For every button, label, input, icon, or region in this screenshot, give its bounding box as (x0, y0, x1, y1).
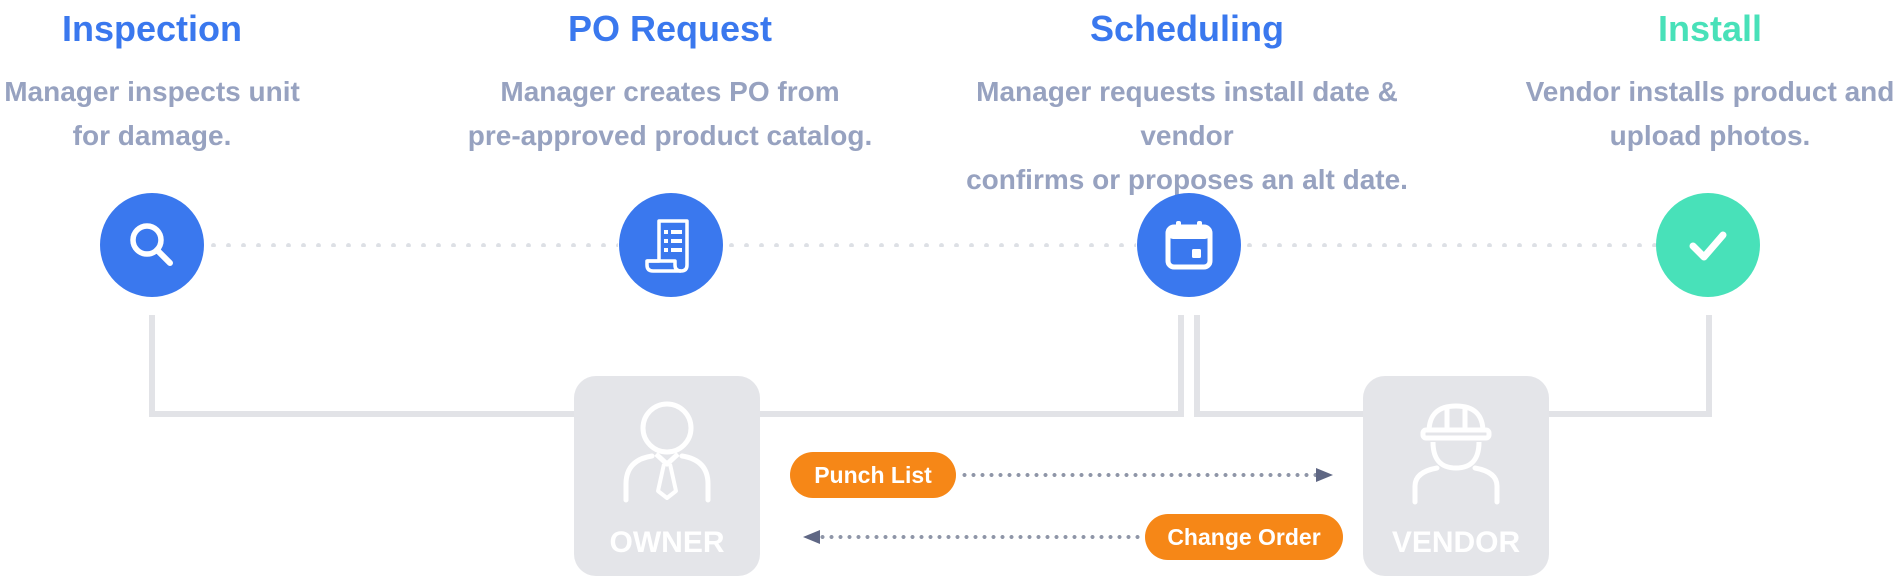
change-order-pill: Change Order (1145, 514, 1343, 560)
owner-role-box: OWNER (574, 376, 760, 576)
search-icon (130, 223, 173, 266)
vendor-connector-scheduling (1194, 315, 1200, 417)
step-description: Manager inspects unit for damage. (4, 76, 300, 151)
hardhat-worker-icon (1412, 403, 1500, 505)
owner-connector-right (760, 411, 1184, 417)
timeline-connector (1242, 243, 1656, 247)
owner-connector-left (149, 411, 574, 417)
vendor-connector-left (1194, 411, 1364, 417)
step-title: Scheduling (1089, 8, 1284, 49)
vendor-role-box: VENDOR (1363, 376, 1549, 576)
step-scheduling: Scheduling Manager requests install date… (927, 0, 1447, 202)
step-description: Manager requests install date & vendor c… (966, 76, 1408, 195)
step-circle-inspection (100, 193, 204, 297)
person-icon (623, 401, 711, 503)
punch-list-arrow-line (960, 473, 1330, 477)
step-title: Inspection (61, 8, 243, 49)
owner-connector-scheduling (1178, 315, 1184, 417)
step-po-request: PO Request Manager creates PO from pre-a… (440, 0, 900, 158)
step-circle-po-request (619, 193, 723, 297)
document-icon (645, 219, 689, 273)
punch-list-pill: Punch List (790, 452, 956, 498)
arrow-left-icon (803, 530, 820, 544)
step-install: Install Vendor installs product and uplo… (1480, 0, 1896, 158)
step-circle-install (1656, 193, 1760, 297)
change-order-arrow-line (818, 535, 1140, 539)
timeline-connector (206, 243, 618, 247)
step-title: Install (1657, 8, 1763, 49)
calendar-icon (1165, 221, 1213, 270)
vendor-connector-install (1706, 315, 1712, 417)
vendor-connector-right (1548, 411, 1712, 417)
timeline-connector (724, 243, 1136, 247)
owner-connector-inspection (149, 315, 155, 417)
step-title: PO Request (567, 8, 773, 49)
vendor-label: VENDOR (1391, 526, 1521, 559)
checkmark-icon (1689, 231, 1727, 261)
owner-label: OWNER (609, 526, 725, 559)
step-circle-scheduling (1137, 193, 1241, 297)
step-description: Manager creates PO from pre-approved pro… (467, 76, 873, 151)
step-description: Vendor installs product and upload photo… (1525, 76, 1895, 151)
step-inspection: Inspection Manager inspects unit for dam… (0, 0, 382, 158)
arrow-right-icon (1316, 468, 1333, 482)
